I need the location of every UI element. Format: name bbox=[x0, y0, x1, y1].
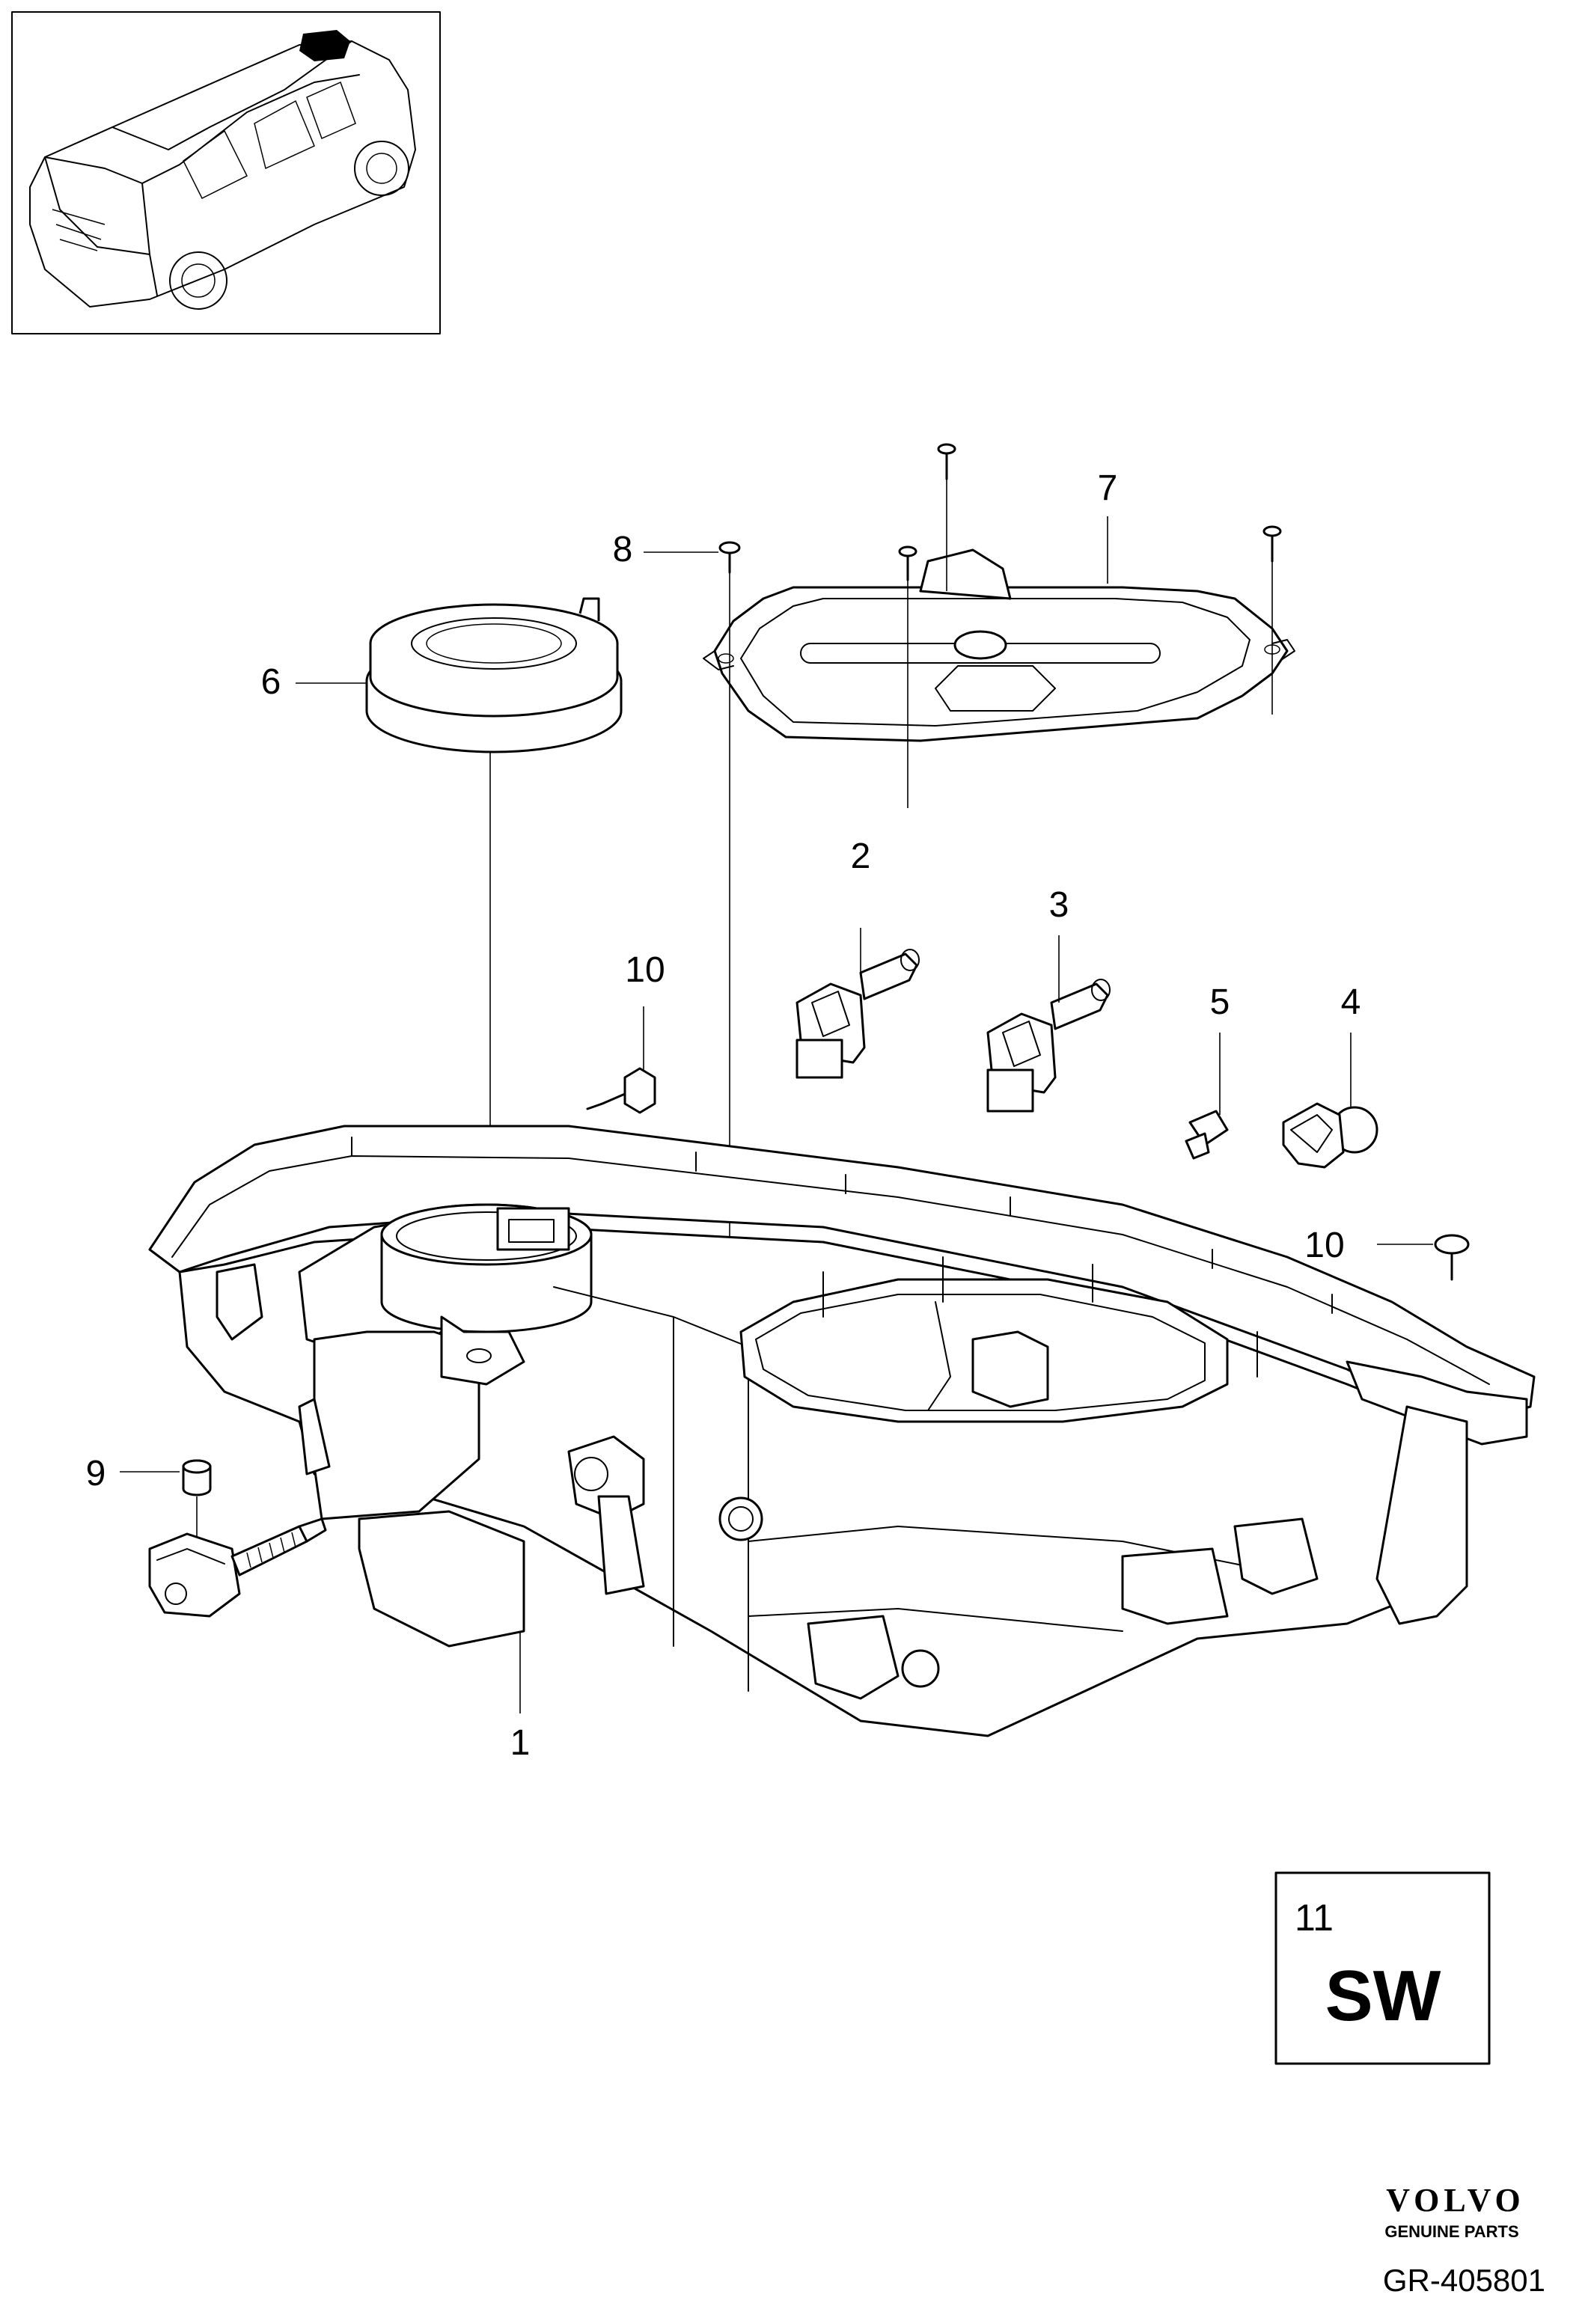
part-6-cap bbox=[365, 597, 623, 1265]
callout-5: 5 bbox=[1210, 982, 1230, 1022]
section-code: SW bbox=[1325, 1956, 1441, 2036]
callout-9: 9 bbox=[86, 1454, 106, 1493]
document-number: GR-405801 bbox=[1383, 2263, 1545, 2298]
callout-6: 6 bbox=[261, 662, 281, 702]
callout-3: 3 bbox=[1049, 885, 1069, 925]
part-4-bulb bbox=[1282, 1033, 1378, 1169]
callout-4: 4 bbox=[1341, 982, 1361, 1022]
part-7-screws bbox=[898, 443, 1282, 808]
callout-10-left: 10 bbox=[625, 950, 665, 990]
screw-right bbox=[1262, 525, 1282, 563]
part-1-headlamp-housing bbox=[148, 1125, 1536, 1737]
part-2-bulb bbox=[796, 928, 920, 1079]
vehicle-locator-thumbnail bbox=[11, 11, 441, 334]
callout-7: 7 bbox=[1098, 468, 1118, 508]
callout-2: 2 bbox=[851, 837, 871, 876]
brand-tagline: GENUINE PARTS bbox=[1384, 2222, 1518, 2241]
part-10-screw-left bbox=[586, 1006, 656, 1114]
brand-logo: VOLVO GENUINE PARTS bbox=[1384, 2182, 1525, 2241]
screw-top bbox=[937, 443, 956, 480]
part-8-screw bbox=[718, 541, 741, 1362]
section-box: 11 SW bbox=[1274, 1871, 1491, 2065]
part-3-bulb bbox=[986, 935, 1111, 1113]
callout-10-right: 10 bbox=[1304, 1226, 1344, 1265]
part-10-screw-right bbox=[1377, 1234, 1470, 1281]
callout-1: 1 bbox=[510, 1723, 531, 1763]
brand-name: VOLVO bbox=[1386, 2182, 1525, 2218]
part-7-cover bbox=[703, 548, 1295, 742]
screw-mid bbox=[898, 545, 917, 581]
part-5-bulb bbox=[1185, 1033, 1229, 1160]
callout-labels: 1 2 3 4 5 6 7 8 9 10 10 bbox=[86, 468, 1361, 1763]
section-number: 11 bbox=[1295, 1897, 1334, 1939]
part-9-adjuster bbox=[120, 1459, 327, 1618]
callout-8: 8 bbox=[613, 530, 633, 569]
